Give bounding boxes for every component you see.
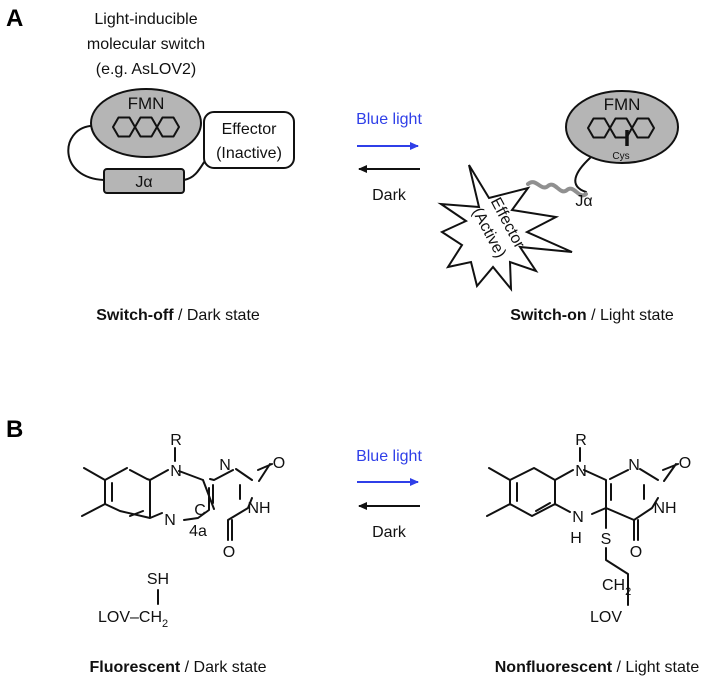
fmn-label-right: FMN	[604, 95, 641, 114]
right-h5-atom: H	[570, 530, 582, 547]
caption-switch-off: Switch-off / Dark state	[96, 307, 260, 324]
lov-sh-group: SH	[147, 571, 169, 588]
flavin-ring-icon-right	[587, 117, 655, 139]
dark-label-a: Dark	[372, 187, 407, 204]
left-o4-atom: O	[223, 544, 235, 561]
right-lov-group: LOV	[590, 609, 622, 626]
lov-domain-right	[565, 90, 679, 164]
caption-switch-off-rest: / Dark state	[174, 307, 260, 324]
right-o2-atom: O	[679, 455, 691, 472]
caption-switch-on: Switch-on / Light state	[510, 307, 674, 324]
effector-inactive-line2: (Inactive)	[216, 145, 282, 162]
caption-switch-on-bold: Switch-on	[510, 307, 586, 324]
fmn-label-left: FMN	[128, 94, 165, 113]
lov-ch2-text: LOV–CH	[98, 609, 162, 626]
left-n1-atom: N	[219, 457, 231, 474]
right-n5-atom: N	[572, 509, 584, 526]
left-c4a-atom: C	[194, 502, 206, 519]
caption-nonfluorescent-rest: / Light state	[612, 659, 699, 676]
linker-left-loop	[67, 125, 105, 181]
right-ch2-text: CH	[602, 577, 625, 594]
right-ch2-subscript: 2	[625, 586, 631, 598]
blue-light-label-b: Blue light	[356, 448, 422, 465]
lov-domain-left	[90, 88, 202, 158]
jalpha-label-left: Jα	[135, 174, 152, 191]
panel-b-label: B	[6, 416, 23, 443]
lov-ch2-subscript: 2	[162, 618, 168, 630]
right-s-atom: S	[601, 531, 612, 548]
left-c4a-number: 4a	[189, 523, 207, 540]
right-n1-atom: N	[628, 457, 640, 474]
right-o4-atom: O	[630, 544, 642, 561]
left-n5-atom: N	[164, 512, 176, 529]
caption-nonfluorescent: Nonfluorescent / Light state	[495, 659, 700, 676]
right-ch2-group: CH2	[602, 577, 631, 598]
effector-inactive-box	[203, 111, 295, 169]
caption-switch-on-rest: / Light state	[587, 307, 674, 324]
flavin-oxidized-structure	[81, 447, 273, 541]
switch-title-line3: (e.g. AsLOV2)	[96, 61, 197, 78]
caption-switch-off-bold: Switch-off	[96, 307, 174, 324]
effector-inactive-line1: Effector	[222, 121, 278, 138]
effector-active-star	[437, 164, 573, 292]
dark-label-b: Dark	[372, 524, 407, 541]
jalpha-unfolded-linker	[526, 180, 588, 198]
jalpha-label-right: Jα	[575, 193, 592, 210]
caption-fluorescent-bold: Fluorescent	[90, 659, 181, 676]
flavin-ring-icon-left	[112, 116, 180, 138]
blue-light-label-a: Blue light	[356, 111, 422, 128]
linker-right	[574, 157, 591, 193]
cys-label: Cys	[612, 151, 629, 162]
right-n10-atom: N	[575, 463, 587, 480]
caption-fluorescent-rest: / Dark state	[180, 659, 266, 676]
switch-title-line1: Light-inducible	[94, 11, 197, 28]
panel-a-label: A	[6, 5, 23, 32]
lov-ch2-group: LOV–CH2	[98, 609, 168, 630]
switch-title-line2: molecular switch	[87, 36, 205, 53]
right-nh3-atom: NH	[653, 500, 676, 517]
flavin-adduct-structure	[486, 447, 679, 606]
left-o2-atom: O	[273, 455, 285, 472]
caption-fluorescent: Fluorescent / Dark state	[90, 659, 267, 676]
right-r-atom: R	[575, 432, 587, 449]
left-nh3-atom: NH	[247, 500, 270, 517]
left-n10-atom: N	[170, 463, 182, 480]
caption-nonfluorescent-bold: Nonfluorescent	[495, 659, 613, 676]
jalpha-helix-left	[103, 168, 185, 194]
left-r-atom: R	[170, 432, 182, 449]
